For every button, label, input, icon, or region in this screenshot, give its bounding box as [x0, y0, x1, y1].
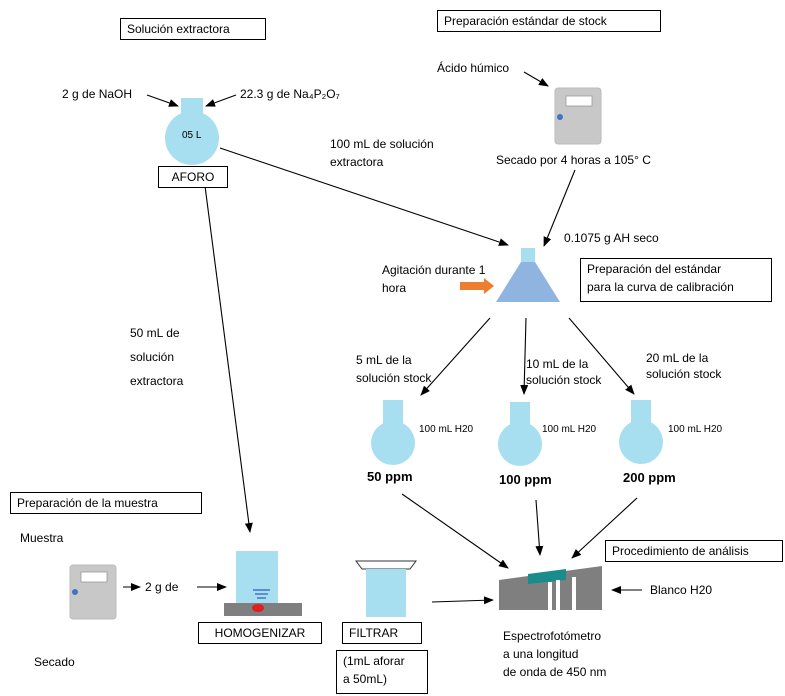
label-espectro-1: Espectrofotómetro — [503, 629, 602, 643]
label-solucion-100-1: 100 mL de solución — [330, 137, 434, 151]
box-aforar: (1mL aforar a 50mL) — [336, 650, 428, 694]
label-2g-de: 2 g de — [145, 580, 179, 594]
label-acido-humico: Ácido húmico — [437, 61, 510, 75]
label-solucion-100-2: extractora — [330, 155, 384, 169]
box-procedimiento: Procedimiento de análisis — [605, 540, 783, 562]
drying-oven-icon — [554, 87, 602, 145]
arrow-acido-humico — [523, 71, 549, 87]
label-h2o-3: 100 mL H20 — [668, 424, 723, 435]
sample-oven-icon — [69, 564, 117, 620]
flask-200ppm-icon — [619, 400, 663, 464]
spectrophotometer-icon — [499, 566, 602, 610]
label-espectro-3: de onda de 450 nm — [503, 665, 607, 679]
label-sol-50-1: 50 mL de — [130, 326, 180, 340]
label-muestra: Muestra — [20, 531, 64, 545]
box-homogenizar: HOMOGENIZAR — [198, 622, 322, 644]
aforar-line-2: a 50mL) — [343, 672, 388, 686]
arrow-200-to-spectro — [571, 497, 638, 559]
label-sol-50-3: extractora — [130, 374, 184, 388]
arrow-aforo-to-beaker — [204, 185, 253, 533]
arrow-100-to-spectro — [535, 499, 544, 556]
box-solucion-extractora: Solución extractora — [120, 18, 266, 40]
label-20ml-1: 20 mL de la — [646, 351, 709, 365]
box-preparacion-stock: Preparación estándar de stock — [437, 10, 661, 32]
erlenmeyer-flask-icon — [496, 248, 560, 302]
flask-100ppm-icon — [498, 402, 542, 466]
label-100ppm: 100 ppm — [499, 472, 552, 487]
label-10ml-2: solución stock — [526, 373, 602, 387]
label-h2o-2: 100 mL H20 — [542, 424, 597, 435]
label-flask-volume: 05 L — [182, 130, 202, 141]
label-sol-50-2: solución — [130, 350, 175, 364]
arrow-erlenmeyer-to-50 — [420, 317, 491, 396]
label-agitacion-1: Agitación durante 1 — [382, 263, 486, 277]
arrow-50-to-spectro — [401, 493, 509, 569]
arrow-naoh — [146, 94, 179, 107]
label-agitacion-2: hora — [382, 281, 407, 295]
extractora-flask-icon — [165, 98, 219, 165]
flask-50ppm-icon — [371, 400, 415, 465]
arrow-extractora-to-erlenmeyer — [219, 147, 509, 246]
filter-beaker-icon — [355, 560, 417, 617]
label-10ml-1: 10 mL de la — [526, 357, 589, 371]
label-na4p2o7: 22.3 g de Na₄P₂O₇ — [240, 87, 340, 101]
label-200ppm: 200 ppm — [623, 470, 676, 485]
label-ah-seco: 0.1075 g AH seco — [564, 231, 659, 245]
box-filtrar: FILTRAR — [342, 622, 422, 644]
arrow-oven-to-erlenmeyer — [543, 169, 576, 247]
arrow-filter-to-spectro — [431, 596, 494, 605]
label-50ppm: 50 ppm — [367, 469, 413, 484]
aforar-line-1: (1mL aforar — [343, 654, 405, 668]
arrow-erlenmeyer-to-100 — [520, 317, 529, 395]
agitation-arrow-icon — [460, 278, 494, 294]
label-secado-105: Secado por 4 horas a 105° C — [496, 153, 651, 167]
label-5ml-2: solución stock — [356, 371, 432, 385]
box-aforo: AFORO — [158, 166, 228, 188]
label-espectro-2: a una longitud — [503, 647, 579, 661]
box-preparacion-estandar: Preparación del estándar para la curva d… — [580, 258, 772, 302]
label-secado: Secado — [34, 655, 75, 669]
homogenizer-beaker-icon — [224, 551, 302, 616]
estandar-line-1: Preparación del estándar — [587, 262, 722, 276]
label-5ml-1: 5 mL de la — [356, 353, 412, 367]
label-naoh: 2 g de NaOH — [62, 87, 133, 101]
label-blanco: Blanco H20 — [650, 583, 713, 597]
estandar-line-2: para la curva de calibración — [587, 280, 734, 294]
arrow-erlenmeyer-to-200 — [568, 317, 635, 395]
label-h2o-1: 100 mL H20 — [419, 424, 474, 435]
arrow-na4p2o7 — [205, 94, 237, 107]
label-20ml-2: solución stock — [646, 367, 722, 381]
box-preparacion-muestra: Preparación de la muestra — [10, 492, 202, 514]
flow-arrows — [123, 71, 642, 605]
